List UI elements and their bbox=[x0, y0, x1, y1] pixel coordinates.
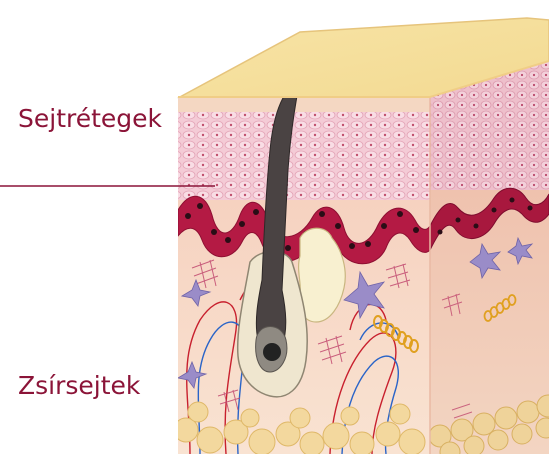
label-fat-cells: Zsírsejtek bbox=[18, 373, 140, 398]
side-face bbox=[429, 40, 549, 454]
front-face bbox=[174, 40, 430, 454]
label-cell-layers: Sejtrétegek bbox=[18, 106, 162, 131]
